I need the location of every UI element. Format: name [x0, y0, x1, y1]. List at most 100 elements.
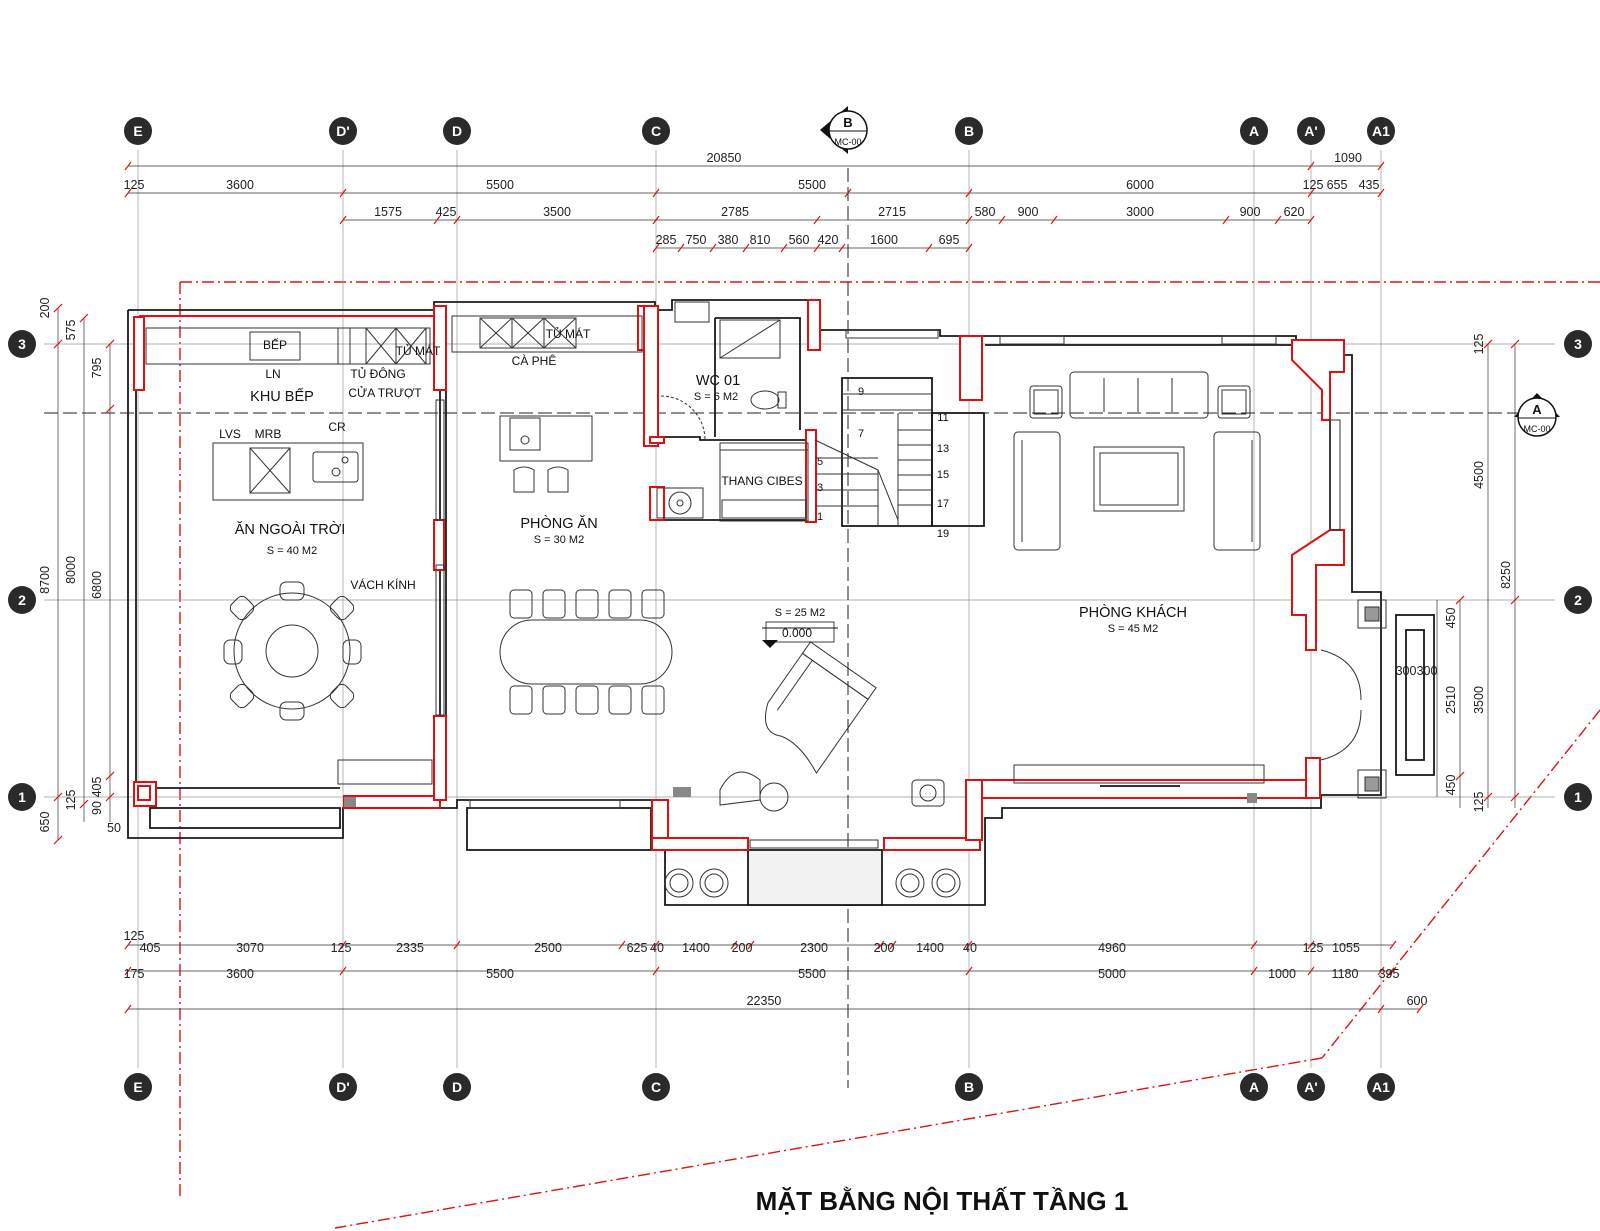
svg-text:900: 900 [1018, 205, 1039, 219]
svg-text:BẾP: BẾP [263, 337, 287, 352]
svg-text:0.000: 0.000 [782, 626, 812, 640]
svg-text:22350: 22350 [747, 994, 782, 1008]
svg-text:3000: 3000 [1126, 205, 1154, 219]
svg-text:450: 450 [1444, 608, 1458, 629]
svg-text:620: 620 [1284, 205, 1305, 219]
svg-text:MC-00: MC-00 [1523, 424, 1550, 434]
svg-text:90: 90 [90, 801, 104, 815]
svg-text:2300: 2300 [800, 941, 828, 955]
fixture-labels: BẾP LN TỦ ĐÔNG TỦ MÁT TỦ MÁT CÀ PHÊ CỬA … [219, 326, 803, 592]
svg-text:1: 1 [18, 789, 26, 805]
svg-text:600: 600 [1407, 994, 1428, 1008]
axis-row-right-3: 3 [1564, 330, 1592, 358]
level-marker: 0.000 [762, 621, 838, 648]
svg-text:3600: 3600 [226, 178, 254, 192]
axis-col-bottom-B: B [955, 1073, 983, 1101]
svg-text:D: D [452, 1079, 462, 1095]
svg-text:3500: 3500 [543, 205, 571, 219]
section-mark-A: A MC-00 [1514, 393, 1560, 437]
svg-text:7: 7 [858, 428, 864, 440]
svg-text:KHU BẾP: KHU BẾP [250, 388, 314, 405]
svg-text:E: E [133, 1079, 142, 1095]
svg-text:575: 575 [64, 320, 78, 341]
svg-text:650: 650 [38, 812, 52, 833]
svg-text:300: 300 [1417, 664, 1438, 678]
axis-col-bottom-A-prime: A' [1297, 1073, 1325, 1101]
svg-text:2: 2 [1574, 592, 1582, 608]
svg-text:MC-00: MC-00 [834, 137, 861, 147]
svg-text:S = 6 M2: S = 6 M2 [694, 391, 738, 403]
axis-col-bottom-C: C [642, 1073, 670, 1101]
furniture [145, 301, 1387, 898]
svg-text:380: 380 [718, 233, 739, 247]
svg-text:5500: 5500 [486, 967, 514, 981]
svg-text:S = 25 M2: S = 25 M2 [775, 607, 825, 619]
svg-text:S = 45 M2: S = 45 M2 [1108, 623, 1158, 635]
svg-text:3500: 3500 [1472, 686, 1486, 714]
svg-text:50: 50 [107, 821, 121, 835]
svg-text:560: 560 [789, 233, 810, 247]
svg-text:1575: 1575 [374, 205, 402, 219]
svg-text:5500: 5500 [798, 178, 826, 192]
svg-text:A1: A1 [1372, 1079, 1390, 1095]
svg-text:125: 125 [64, 790, 78, 811]
svg-text:3070: 3070 [236, 941, 264, 955]
svg-text:2500: 2500 [534, 941, 562, 955]
svg-text:17: 17 [937, 498, 949, 510]
svg-text:5500: 5500 [798, 967, 826, 981]
svg-text:8250: 8250 [1499, 561, 1513, 589]
svg-text:C: C [651, 1079, 661, 1095]
svg-text:1: 1 [817, 511, 823, 523]
svg-text:5000: 5000 [1098, 967, 1126, 981]
section-mark-B: B MC-00 [820, 106, 868, 154]
svg-text:C: C [651, 123, 661, 139]
svg-text:1: 1 [1574, 789, 1582, 805]
svg-text:LN: LN [265, 367, 280, 381]
svg-text:S = 30 M2: S = 30 M2 [534, 534, 584, 546]
svg-text:285: 285 [656, 233, 677, 247]
svg-text:395: 395 [1379, 967, 1400, 981]
svg-text:1090: 1090 [1334, 151, 1362, 165]
svg-text:A: A [1249, 123, 1259, 139]
svg-text:125: 125 [1303, 941, 1324, 955]
dimension-lines [57, 165, 1516, 1010]
axis-row-left-2: 2 [8, 586, 36, 614]
axis-col-top-D-prime: D' [329, 117, 357, 145]
svg-text:450: 450 [1444, 775, 1458, 796]
svg-text:125: 125 [331, 941, 352, 955]
svg-text:S = 40 M2: S = 40 M2 [267, 545, 317, 557]
svg-text:PHÒNG ĂN: PHÒNG ĂN [520, 515, 597, 532]
axis-bubbles: E D' D C B A A' A1 E D' D C B A A' A1 3 … [8, 117, 1592, 1101]
svg-text:4500: 4500 [1472, 461, 1486, 489]
svg-text:A: A [1532, 402, 1542, 417]
svg-text:405: 405 [90, 777, 104, 798]
svg-text:125: 125 [1472, 334, 1486, 355]
svg-text:200: 200 [874, 941, 895, 955]
svg-text:2785: 2785 [721, 205, 749, 219]
svg-text:D': D' [336, 123, 349, 139]
svg-text:1400: 1400 [682, 941, 710, 955]
section-lines [44, 168, 1525, 1088]
svg-text:900: 900 [1240, 205, 1261, 219]
axis-row-left-1: 1 [8, 783, 36, 811]
svg-text:40: 40 [650, 941, 664, 955]
svg-text:TỦ MÁT: TỦ MÁT [546, 326, 591, 341]
svg-text:20850: 20850 [707, 151, 742, 165]
svg-text:19: 19 [937, 528, 949, 540]
svg-text:5500: 5500 [486, 178, 514, 192]
svg-text:LVS: LVS [219, 427, 241, 441]
svg-text:MRB: MRB [255, 427, 282, 441]
axis-col-top-A-prime: A' [1297, 117, 1325, 145]
svg-text:2510: 2510 [1444, 686, 1458, 714]
axis-col-bottom-A: A [1240, 1073, 1268, 1101]
svg-text:A': A' [1304, 1079, 1317, 1095]
svg-text:B: B [964, 123, 974, 139]
svg-text:750: 750 [686, 233, 707, 247]
svg-text:8000: 8000 [64, 556, 78, 584]
svg-text:1180: 1180 [1332, 967, 1359, 981]
svg-text:4960: 4960 [1098, 941, 1126, 955]
svg-text:PHÒNG KHÁCH: PHÒNG KHÁCH [1079, 604, 1187, 621]
svg-text:VÁCH KÍNH: VÁCH KÍNH [350, 577, 415, 592]
svg-text:11: 11 [937, 412, 948, 424]
